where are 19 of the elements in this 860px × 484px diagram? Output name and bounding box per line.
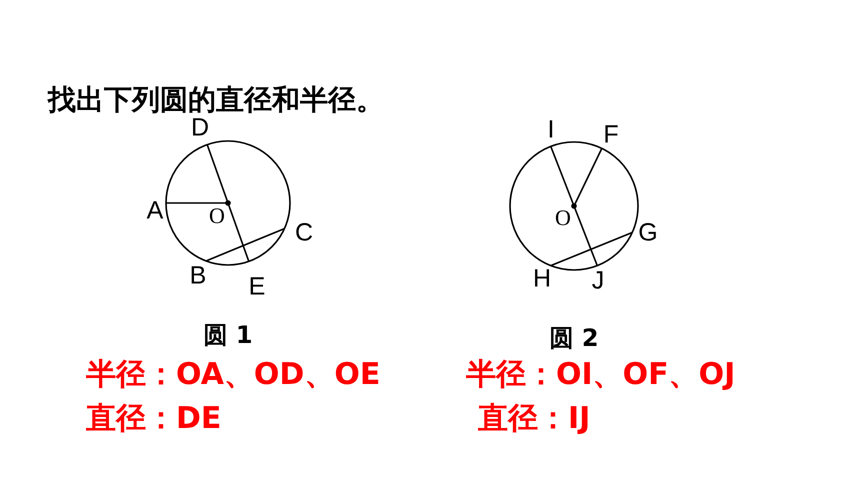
answer-text: 直径：DE [86, 404, 222, 434]
point-label: J [592, 268, 604, 294]
figure-caption: 圆 2 [549, 326, 599, 350]
answer-text: 半径：OA、OD、OE [86, 360, 380, 390]
point-label: G [638, 220, 658, 246]
point-label: B [190, 264, 206, 288]
instruction-text: 找出下列圆的直径和半径。 [48, 86, 384, 114]
point-label: D [190, 116, 210, 140]
point-label: A [146, 198, 164, 224]
center-label: O [209, 205, 225, 227]
point-label: F [603, 122, 619, 148]
answer-text: 半径：OI、OF、OJ [466, 360, 736, 390]
figure-caption: 圆 1 [203, 323, 253, 347]
point-label: E [248, 274, 266, 300]
center-label: O [555, 207, 571, 229]
point-label: H [532, 266, 552, 292]
point-label: I [548, 118, 554, 142]
point-label: C [294, 220, 314, 246]
answer-text: 直径：IJ [478, 404, 590, 434]
